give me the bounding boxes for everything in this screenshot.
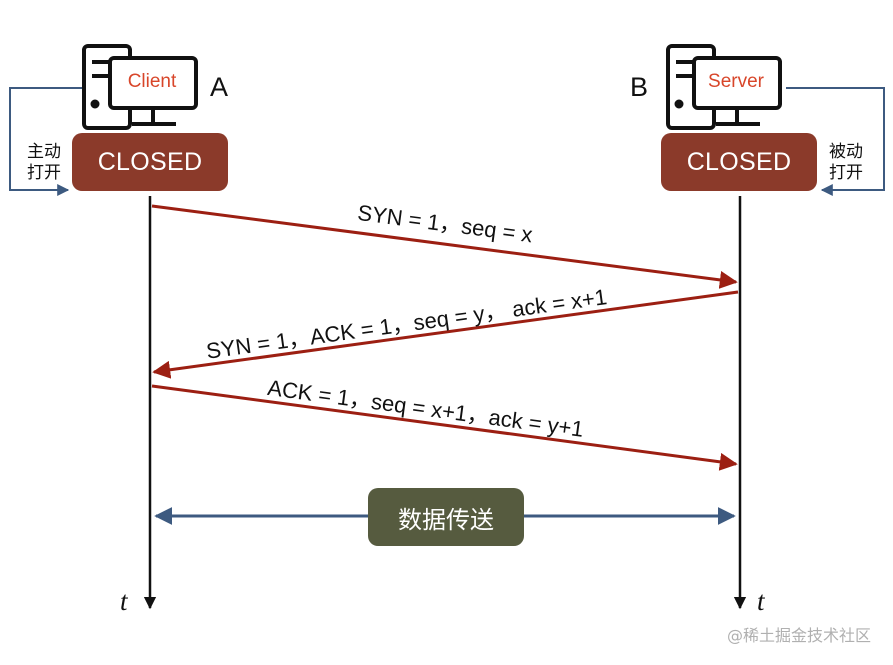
client-computer-icon xyxy=(82,44,198,130)
server-state-box: CLOSED xyxy=(661,133,817,191)
passive-open-arrow xyxy=(786,87,885,196)
active-open-label-line2: 打开 xyxy=(27,163,61,183)
passive-open-label: 被动 打开 xyxy=(826,142,866,184)
data-transfer-box: 数据传送 xyxy=(368,488,524,546)
active-open-label-line1: 主动 xyxy=(27,142,61,162)
client-state-box: CLOSED xyxy=(72,133,228,191)
client-time-label: t xyxy=(120,586,128,616)
ack-arrow xyxy=(151,384,738,471)
watermark: @稀土掘金技术社区 xyxy=(726,626,871,645)
active-open-arrow xyxy=(9,87,82,196)
syn-ack-arrow xyxy=(152,290,739,379)
server-screen-label: Server xyxy=(708,71,764,92)
passive-open-label-line2: 打开 xyxy=(829,163,863,183)
client-screen-label: Client xyxy=(127,71,177,92)
syn-arrow xyxy=(151,204,738,289)
passive-open-label-line1: 被动 xyxy=(829,142,863,162)
server-computer-icon xyxy=(666,44,782,130)
host-b-letter: B xyxy=(630,72,649,102)
server-time-label: t xyxy=(757,586,765,616)
host-a-letter: A xyxy=(210,72,229,102)
active-open-label: 主动 打开 xyxy=(24,142,64,184)
